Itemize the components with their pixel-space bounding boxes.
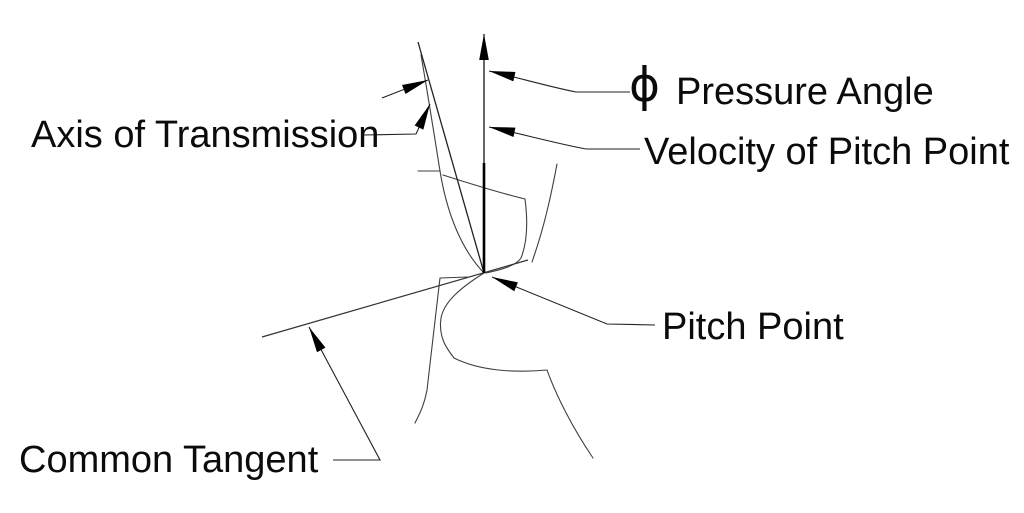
- velocity-leader: [488, 126, 640, 150]
- axis-of-transmission-line: [417, 41, 485, 274]
- pitch-point-label: Pitch Point: [662, 306, 844, 348]
- pressure-angle-symbol: ϕ: [629, 58, 661, 113]
- common-tangent-leader: [308, 326, 381, 461]
- pressure-angle-leader: [488, 70, 630, 93]
- axis-of-transmission-label: Axis of Transmission: [31, 114, 380, 156]
- lower-gear-next-tooth-flank: [546, 369, 594, 459]
- right-tooth-flank: [485, 198, 528, 274]
- velocity-of-pitch-point-label: Velocity of Pitch Point: [644, 131, 1010, 173]
- pitch-point-leader: [491, 276, 656, 326]
- axis-of-transmission-leader: [362, 103, 431, 136]
- upper-tooth-flank-to-pitch-point: [439, 170, 485, 274]
- axis-of-transmission-leader-2: [381, 79, 429, 99]
- adjacent-tooth-flank-curve: [531, 163, 558, 263]
- lower-tooth-left-flank: [414, 277, 441, 424]
- lower-gear-root-land: [453, 357, 548, 372]
- common-tangent-label: Common Tangent: [19, 439, 319, 481]
- lower-tooth-top-land: [439, 276, 468, 279]
- upper-tooth-flank-curve: [420, 54, 441, 172]
- common-tangent-line: [261, 259, 529, 338]
- lower-tooth-flank-fillet: [439, 272, 485, 359]
- pressure-angle-label: Pressure Angle: [676, 71, 934, 113]
